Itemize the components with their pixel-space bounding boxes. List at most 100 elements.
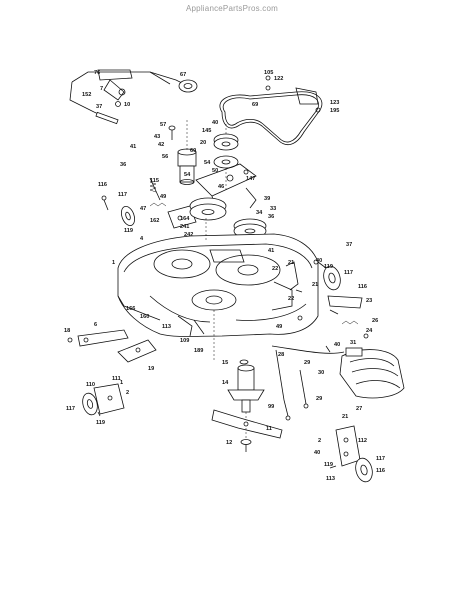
part-label: 36 xyxy=(268,214,274,220)
part-label: 24 xyxy=(366,328,373,334)
part-label: 22 xyxy=(272,266,278,272)
part-label: 49 xyxy=(160,194,166,200)
part-label: 152 xyxy=(82,92,91,98)
part-label: 29 xyxy=(304,360,310,366)
part-label: 115 xyxy=(150,178,159,184)
part-label: 36 xyxy=(120,162,126,168)
deflector-bracket xyxy=(327,295,369,339)
spring-rod xyxy=(149,120,227,201)
part-label: 27 xyxy=(356,406,362,412)
part-label: 195 xyxy=(330,108,339,114)
part-label: 46 xyxy=(218,184,224,190)
part-label: 31 xyxy=(350,340,356,346)
part-label: 57 xyxy=(160,122,166,128)
spindle-housing-top xyxy=(168,125,197,185)
part-label: 29 xyxy=(316,396,322,402)
part-label: 15 xyxy=(222,360,228,366)
part-label: 119 xyxy=(96,420,105,426)
part-label: 147 xyxy=(246,176,255,182)
keeper-part xyxy=(178,79,198,93)
part-label: 116 xyxy=(358,284,367,290)
part-label: 110 xyxy=(86,382,95,388)
mower-blade xyxy=(211,409,283,440)
deck-hanger-right xyxy=(285,261,303,321)
part-label: 41 xyxy=(268,248,274,254)
part-label: 21 xyxy=(288,260,294,266)
part-label: 105 xyxy=(264,70,273,76)
part-label: 117 xyxy=(376,456,385,462)
part-label: 242 xyxy=(184,232,193,238)
part-label: 116 xyxy=(98,182,107,188)
part-label: 67 xyxy=(180,72,186,78)
part-label: 37 xyxy=(96,104,102,110)
part-label: 119 xyxy=(324,264,333,270)
gauge-wheel-right-upper xyxy=(313,259,341,291)
lift-links xyxy=(275,349,309,421)
part-label: 166 xyxy=(126,306,135,312)
part-label: 54 xyxy=(204,160,211,166)
part-label: 19 xyxy=(148,366,154,372)
deck-link-left xyxy=(67,329,157,363)
part-label: 76 xyxy=(94,70,100,76)
part-label: 116 xyxy=(376,468,385,474)
part-label: 6 xyxy=(94,322,97,328)
part-label: 56 xyxy=(162,154,168,160)
part-label: 40 xyxy=(334,342,340,348)
part-label: 26 xyxy=(372,318,378,324)
part-label: 113 xyxy=(326,476,335,482)
part-label: 160 xyxy=(140,314,149,320)
part-labels: 76 7 152 37 10 67 105 122 123 195 69 40 … xyxy=(64,70,385,482)
part-label: 40 xyxy=(314,450,320,456)
part-label: 69 xyxy=(252,102,258,108)
part-label: 119 xyxy=(324,462,333,468)
part-label: 34 xyxy=(256,210,263,216)
part-label: 49 xyxy=(276,324,282,330)
idler-pulley-upper xyxy=(213,133,239,169)
part-label: 2 xyxy=(126,390,129,396)
part-label: 18 xyxy=(64,328,70,334)
part-label: 7 xyxy=(100,86,103,92)
part-label: 113 xyxy=(162,324,171,330)
spindle-assembly xyxy=(227,359,265,422)
discharge-chute xyxy=(339,347,405,399)
part-label: 1 xyxy=(112,260,115,266)
part-label: 117 xyxy=(344,270,353,276)
part-label: 47 xyxy=(140,206,146,212)
part-label: 23 xyxy=(366,298,372,304)
part-label: 54 xyxy=(184,172,191,178)
part-label: 28 xyxy=(278,352,284,358)
part-label: 30 xyxy=(318,370,324,376)
part-label: 123 xyxy=(330,100,339,106)
part-label: 122 xyxy=(274,76,283,82)
part-label: 21 xyxy=(342,414,348,420)
part-label: 41 xyxy=(130,144,136,150)
part-label: 43 xyxy=(154,134,160,140)
part-label: 145 xyxy=(202,128,211,134)
part-label: 241 xyxy=(180,224,189,230)
bracket-49 xyxy=(149,202,197,229)
part-label: 164 xyxy=(180,216,190,222)
part-label: 11 xyxy=(266,426,272,432)
part-label: 39 xyxy=(264,196,270,202)
part-label: 42 xyxy=(158,142,164,148)
part-label: 162 xyxy=(150,218,159,224)
gauge-wheel-right-lower xyxy=(329,425,373,483)
idler-wheel-left xyxy=(101,195,135,227)
part-label: 189 xyxy=(194,348,203,354)
part-label: 14 xyxy=(222,380,229,386)
gauge-wheel-left-lower xyxy=(82,383,125,417)
drive-belt xyxy=(219,75,323,146)
part-label: 20 xyxy=(200,140,206,146)
part-label: 117 xyxy=(118,192,127,198)
part-label: 33 xyxy=(270,206,276,212)
part-label: 22 xyxy=(288,296,294,302)
part-label: 10 xyxy=(124,102,130,108)
part-label: 2 xyxy=(318,438,321,444)
part-label: 37 xyxy=(346,242,352,248)
part-label: 40 xyxy=(212,120,218,126)
part-label: 4 xyxy=(140,236,144,242)
part-label: 112 xyxy=(358,438,367,444)
part-label: 1 xyxy=(120,380,123,386)
part-label: 60 xyxy=(190,148,196,154)
